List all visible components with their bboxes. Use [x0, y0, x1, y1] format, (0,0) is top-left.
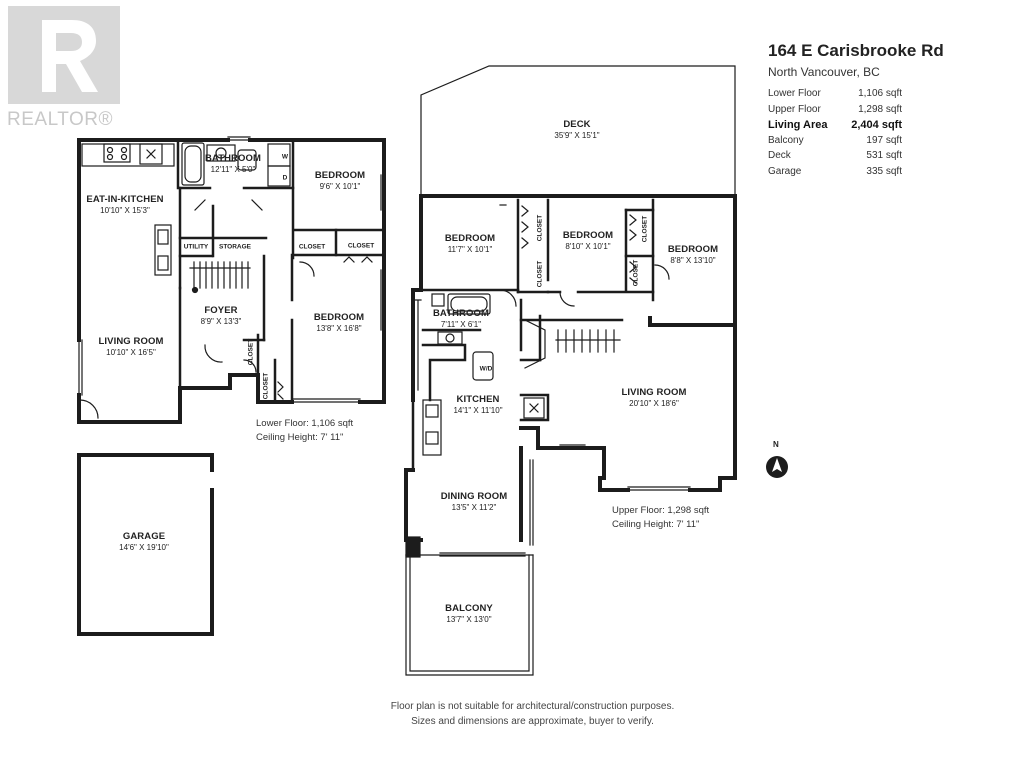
lower-floor-area-note: Lower Floor: 1,106 sqft: [256, 418, 354, 429]
property-address: 164 E Carisbrooke Rd: [768, 41, 944, 60]
label-washer-dryer: W/D: [479, 365, 493, 373]
disclaimer-line-2: Sizes and dimensions are approximate, bu…: [411, 715, 654, 727]
lower-floor-notes: Lower Floor: 1,106 sqft Ceiling Height: …: [256, 417, 353, 445]
label-lower-closet-2: CLOSET: [347, 242, 375, 250]
room-label-upper-bedroom-c: BEDROOM 8'8" X 13'10": [667, 243, 719, 265]
room-label-eat-in-kitchen: EAT-IN-KITCHEN 10'10" X 15'3": [86, 193, 164, 215]
lower-floor-ceiling-note: Ceiling Height: 7' 11": [256, 431, 344, 443]
room-label-deck: DECK 35'9" X 15'1": [554, 118, 600, 140]
upper-floor-walls: [404, 194, 737, 542]
room-label-balcony: BALCONY 13'7" X 13'0": [445, 602, 493, 624]
label-upper-closet-4: CLOSET: [632, 259, 640, 287]
room-label-upper-bedroom-b: BEDROOM 8'10" X 10'1": [562, 229, 614, 251]
upper-floor-ceiling-note: Ceiling Height: 7' 11": [612, 518, 700, 530]
room-label-lower-living-room: LIVING ROOM 10'10" X 16'5": [98, 335, 164, 357]
room-label-lower-bedroom-2: BEDROOM 13'8" X 16'8": [313, 311, 365, 333]
label-dryer: D: [282, 174, 288, 182]
room-label-upper-bathroom: BATHROOM 7'11" X 6'1": [432, 307, 490, 329]
realtor-r-logo-icon: [8, 6, 120, 104]
label-upper-closet-3: CLOSET: [641, 215, 649, 243]
realtor-logo: REALTOR®: [7, 6, 126, 130]
room-label-upper-living-room: LIVING ROOM 20'10" X 18'6": [621, 386, 687, 408]
realtor-wordmark: REALTOR®: [7, 109, 113, 130]
north-compass: N: [764, 440, 790, 480]
upper-floor-interior-walls: [411, 198, 655, 472]
compass-label: N: [773, 440, 779, 449]
label-storage: STORAGE: [218, 243, 252, 251]
room-label-kitchen: KITCHEN 14'1" X 11'10": [453, 393, 503, 415]
deck-outline: [420, 65, 736, 197]
label-lower-closet-3: CLOSET: [247, 338, 255, 366]
upper-floor-area-note: Upper Floor: 1,298 sqft: [612, 505, 710, 516]
room-label-lower-bedroom-1: BEDROOM 9'6" X 10'1": [314, 169, 366, 191]
label-lower-closet-1: CLOSET: [298, 243, 326, 251]
room-label-lower-bathroom: BATHROOM 12'11" X 5'0": [204, 152, 262, 174]
label-lower-closet-4: CLOSET: [262, 372, 270, 400]
lower-floor-interior-walls: [176, 138, 386, 412]
label-utility: UTILITY: [183, 243, 209, 251]
room-label-foyer: FOYER 8'9" X 13'3": [200, 304, 242, 326]
north-arrow-icon: [766, 456, 788, 478]
lower-floor-fixtures: [78, 136, 385, 419]
property-city: North Vancouver, BC: [768, 65, 880, 79]
room-label-dining-room: DINING ROOM 13'5" X 11'2": [440, 490, 508, 512]
label-upper-closet-1: CLOSET: [536, 214, 544, 242]
upper-floor-notes: Upper Floor: 1,298 sqft Ceiling Height: …: [612, 504, 709, 532]
disclaimer-line-1: Floor plan is not suitable for architect…: [390, 701, 675, 712]
upper-floor-fixtures: [405, 195, 736, 676]
room-label-upper-bedroom-a: BEDROOM 11'7" X 10'1": [444, 232, 496, 254]
disclaimer: Floor plan is not suitable for architect…: [0, 700, 1025, 729]
label-upper-closet-2: CLOSET: [536, 260, 544, 288]
label-washer: W: [281, 153, 289, 161]
room-label-garage: GARAGE 14'6" X 19'10": [119, 530, 169, 552]
